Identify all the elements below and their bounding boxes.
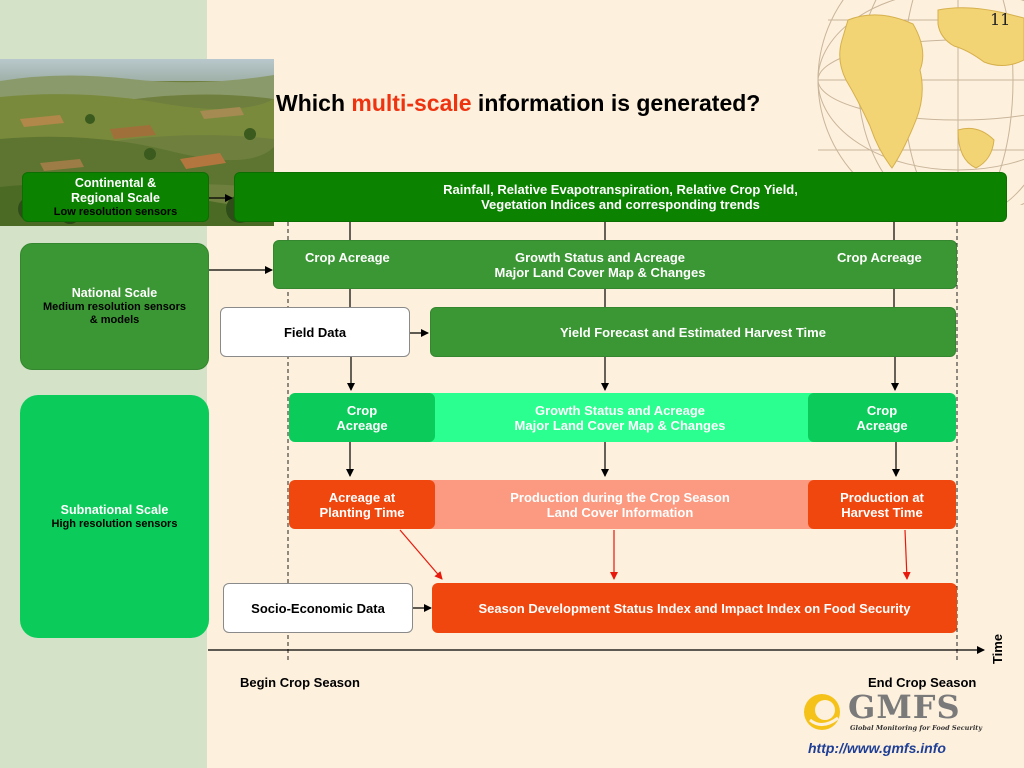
gmfs-logo-text: GMFS <box>848 688 961 726</box>
national-growth-line2: Major Land Cover Map & Changes <box>494 265 706 280</box>
national-scale-sub1: Medium resolution sensors <box>42 301 187 313</box>
national-growth-status: Growth Status and Acreage Major Land Cov… <box>450 250 750 282</box>
field-data-label: Field Data <box>283 324 347 340</box>
rainfall-line1: Rainfall, Relative Evapotranspiration, R… <box>443 182 798 197</box>
production-harvest-box: Production at Harvest Time <box>808 480 956 529</box>
subnational-crop-acreage-left: Crop Acreage <box>289 393 435 442</box>
time-axis-label: Time <box>989 633 1005 665</box>
national-scale-sub2: & models <box>89 314 140 326</box>
globe-map <box>808 0 1024 221</box>
national-crop-acreage-left: Crop Acreage <box>305 250 390 265</box>
continental-scale-sub: Low resolution sensors <box>53 205 178 218</box>
production-season-line1: Production during the Crop Season <box>510 489 730 505</box>
yield-forecast-label: Yield Forecast and Estimated Harvest Tim… <box>560 324 826 340</box>
season-index-label: Season Development Status Index and Impa… <box>478 600 911 616</box>
slide-number: 11 <box>990 10 1011 29</box>
sub-growth-line2: Major Land Cover Map & Changes <box>514 417 726 433</box>
title-accent: multi-scale <box>351 90 472 116</box>
acreage-planting-line2: Planting Time <box>319 504 405 520</box>
rainfall-indices-box: Rainfall, Relative Evapotranspiration, R… <box>234 172 1007 222</box>
socio-economic-box: Socio-Economic Data <box>223 583 413 633</box>
national-crop-acreage-right: Crop Acreage <box>837 250 922 265</box>
sub-growth-line1: Growth Status and Acreage <box>535 402 705 418</box>
title-text-before: Which <box>276 90 352 116</box>
sub-crop-right-line1: Crop <box>866 402 898 418</box>
sub-crop-left-line1: Crop <box>346 402 378 418</box>
continental-scale-box: Continental & Regional Scale Low resolut… <box>22 172 209 222</box>
socio-economic-label: Socio-Economic Data <box>251 600 385 616</box>
yield-forecast-box: Yield Forecast and Estimated Harvest Tim… <box>430 307 956 357</box>
production-harvest-line2: Harvest Time <box>841 504 923 520</box>
acreage-planting-line1: Acreage at <box>328 489 396 505</box>
season-index-box: Season Development Status Index and Impa… <box>432 583 957 633</box>
subnational-scale-line1: Subnational Scale <box>60 502 169 517</box>
subnational-scale-box: Subnational Scale High resolution sensor… <box>20 395 209 638</box>
gmfs-logo: GMFS Global Monitoring for Food Security <box>802 688 982 736</box>
slide-title: Which multi-scale information is generat… <box>276 90 936 117</box>
title-text-after: information is generated? <box>471 90 761 116</box>
sub-crop-left-line2: Acreage <box>336 417 388 433</box>
acreage-planting-box: Acreage at Planting Time <box>289 480 435 529</box>
gmfs-logo-subtitle: Global Monitoring for Food Security <box>850 724 983 732</box>
website-link[interactable]: http://www.gmfs.info <box>808 740 946 756</box>
production-harvest-line1: Production at <box>840 489 924 505</box>
continental-scale-line2: Regional Scale <box>71 190 160 205</box>
production-season-box: Production during the Crop Season Land C… <box>420 480 820 529</box>
national-growth-line1: Growth Status and Acreage <box>515 250 685 265</box>
rainfall-line2: Vegetation Indices and corresponding tre… <box>481 197 760 212</box>
field-data-box: Field Data <box>220 307 410 357</box>
subnational-growth-box: Growth Status and Acreage Major Land Cov… <box>420 393 820 442</box>
national-scale-box: National Scale Medium resolution sensors… <box>20 243 209 370</box>
continental-scale-line1: Continental & <box>74 175 157 190</box>
subnational-scale-sub: High resolution sensors <box>51 517 178 530</box>
subnational-crop-acreage-right: Crop Acreage <box>808 393 956 442</box>
production-season-line2: Land Cover Information <box>546 504 694 520</box>
national-products-box <box>273 240 957 289</box>
begin-season-label: Begin Crop Season <box>240 675 360 690</box>
national-scale-line1: National Scale <box>71 286 158 300</box>
end-season-label: End Crop Season <box>868 675 977 690</box>
sub-crop-right-line2: Acreage <box>856 417 908 433</box>
gmfs-logo-icon <box>804 694 840 730</box>
